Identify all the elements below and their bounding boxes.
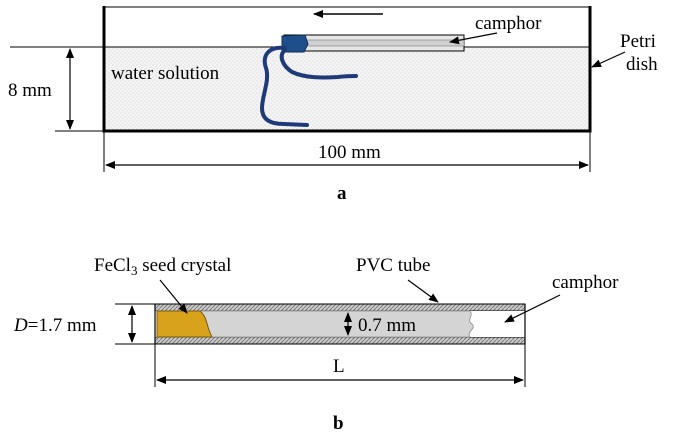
seed-crystal [156,310,213,338]
petri-leader [591,51,626,68]
width-label: 100 mm [318,142,381,163]
tube-wall-top [154,303,526,312]
petri-dish-outline [102,6,592,133]
seed-label-subscript: 3 [131,263,138,278]
panel-a-label: a [337,183,347,204]
floating-tube-inner [288,39,465,47]
camphor-fill [199,310,474,338]
water-solution-region [105,47,589,130]
precipitate-trail-upper [279,48,358,80]
depth-label: 8 mm [8,80,52,101]
outer-diameter-value: =1.7 mm [28,315,97,336]
camphor-label-b: camphor [552,272,619,293]
pvc-tube-label: PVC tube [356,255,430,276]
seed-leader [159,279,188,314]
camphor-label-a: camphor [475,13,542,34]
tube-wall-bottom [154,336,526,345]
outer-diameter-var: D [13,315,28,336]
pvc-tube-leader [407,279,439,303]
seed-label-main: FeCl [94,255,131,276]
panel-b-label: b [333,413,344,433]
water-solution-label: water solution [111,63,220,84]
camphor-leader-b [504,294,561,323]
petri-label-line1: Petri [620,31,656,52]
inner-diameter-label: 0.7 mm [358,315,416,336]
seed-label-rest: seed crystal [137,255,231,276]
outer-diameter-label: D=1.7 mm [13,315,97,336]
length-label: L [333,356,345,377]
panel-b: 0.7 mm D=1.7 mm L FeCl3 seed crystal PVC… [13,255,619,433]
precipitate-trail-lower [260,45,309,127]
camphor-leader-a [449,32,498,45]
seed-label: FeCl3 seed crystal [94,255,231,278]
petri-label-line2: dish [626,54,658,75]
panel-a: camphor water solution Petri dish 8 mm 1… [8,6,658,204]
